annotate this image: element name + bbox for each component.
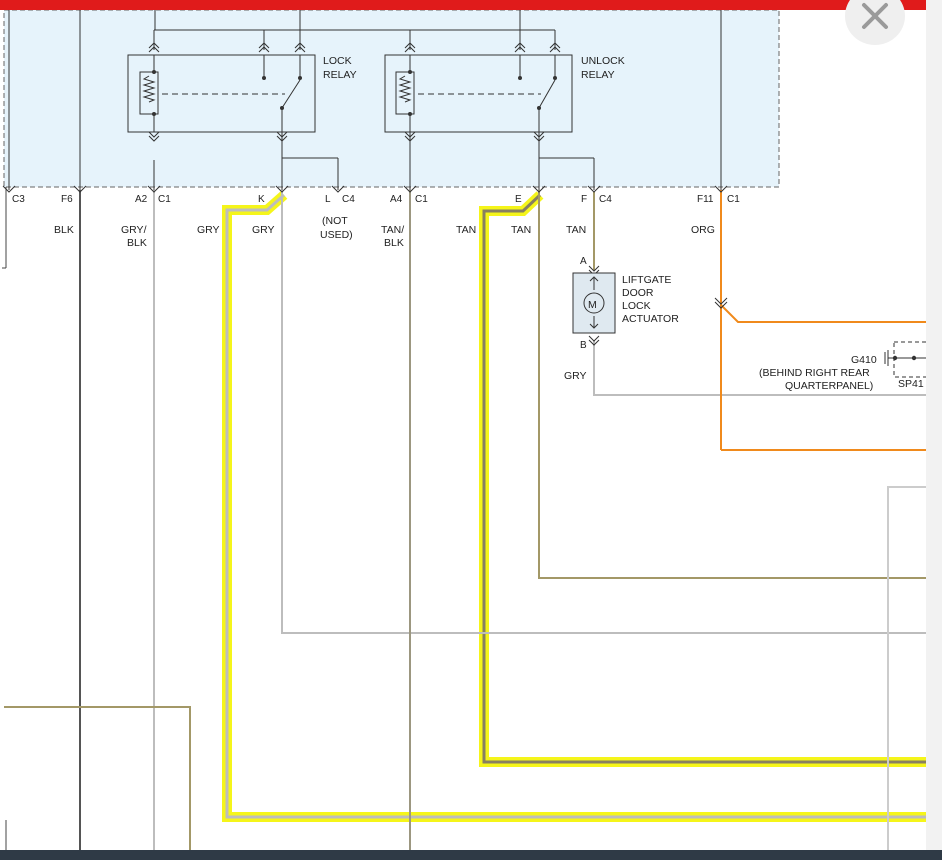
connector-f6: F6 <box>61 194 73 205</box>
wire-gry-b <box>593 340 926 396</box>
highlighted-tan-wire <box>479 191 926 767</box>
wire-gray-right <box>887 486 926 850</box>
connector-c3: C3 <box>12 194 25 205</box>
connector-c1-b: C1 <box>415 194 428 205</box>
wire-label-tan-blk-1: TAN/ <box>381 224 404 236</box>
actuator-label-2: DOOR <box>622 287 654 299</box>
relay-terminal-chevrons <box>148 42 561 142</box>
wire-label-gry-blk-1: GRY/ <box>121 224 147 236</box>
connector-a2: A2 <box>135 194 148 205</box>
connector-f: F <box>581 194 587 205</box>
lock-relay <box>127 54 316 133</box>
wire-gry-k <box>281 190 926 634</box>
wire-label-not-used-2: USED) <box>320 229 353 241</box>
bottom-toolbar <box>0 850 942 860</box>
actuator-label-4: ACTUATOR <box>622 313 679 325</box>
wire-label-tan-f: TAN <box>566 224 586 236</box>
unlock-relay <box>384 54 573 133</box>
ground-id: G410 <box>851 354 877 366</box>
close-button[interactable] <box>845 0 905 45</box>
actuator-label-1: LIFTGATE <box>622 274 671 286</box>
lock-relay-label-1: LOCK <box>323 55 352 67</box>
connector-chevrons <box>2 185 728 309</box>
connector-f11: F11 <box>697 194 714 205</box>
connector-c1-a: C1 <box>158 194 171 205</box>
wire-label-gry-blk-2: BLK <box>127 237 147 249</box>
ground-location-2: QUARTERPANEL) <box>785 380 873 392</box>
wire-label-not-used-1: (NOT <box>322 215 348 227</box>
wire-tan-e <box>538 190 926 579</box>
close-icon <box>862 3 888 29</box>
wire-org-branch <box>720 304 926 323</box>
scrollbar-track[interactable] <box>926 0 942 860</box>
module-area <box>3 9 780 188</box>
wire-label-gry-out: GRY <box>197 224 220 236</box>
wire-label-tan-out: TAN <box>456 224 476 236</box>
liftgate-lock-actuator: M <box>572 265 616 346</box>
actuator-label-3: LOCK <box>622 300 651 312</box>
connector-l: L <box>325 194 331 205</box>
ground-location-1: (BEHIND RIGHT REAR <box>759 367 870 379</box>
ground-g410 <box>884 341 929 378</box>
lock-relay-label-2: RELAY <box>323 69 357 81</box>
actuator-pin-a: A <box>580 256 587 267</box>
actuator-motor-symbol: M <box>588 299 597 311</box>
splice-label: SP41 <box>898 378 924 390</box>
connector-a4: A4 <box>390 194 403 205</box>
wire-label-blk: BLK <box>54 224 74 236</box>
highlighted-gry-wire <box>222 191 926 822</box>
unlock-relay-label-1: UNLOCK <box>581 55 625 67</box>
connector-c4-b: C4 <box>599 194 612 205</box>
wire-label-tan-blk-2: BLK <box>384 237 404 249</box>
connector-c4-a: C4 <box>342 194 355 205</box>
connector-k: K <box>258 194 265 205</box>
top-red-bar <box>0 0 942 10</box>
connector-c1-c: C1 <box>727 194 740 205</box>
actuator-pin-b: B <box>580 340 587 351</box>
unlock-relay-label-2: RELAY <box>581 69 615 81</box>
connector-e: E <box>515 194 522 205</box>
wire-label-tan-e: TAN <box>511 224 531 236</box>
wire-label-gry-b: GRY <box>564 370 587 382</box>
wire-label-org: ORG <box>691 224 715 236</box>
wire-label-gry-k: GRY <box>252 224 275 236</box>
wire-tan-left <box>4 706 191 850</box>
